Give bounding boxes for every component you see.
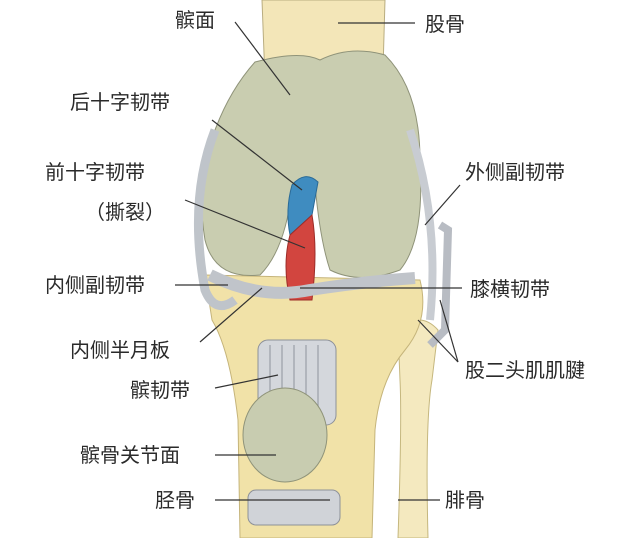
medial-collateral-ligament <box>193 128 238 311</box>
patella <box>242 387 328 483</box>
label-torn: （撕裂） <box>85 200 165 224</box>
menisci <box>207 269 416 299</box>
label-lateral-collateral: 外侧副韧带 <box>465 160 565 184</box>
label-medial-collateral: 内侧副韧带 <box>45 273 145 297</box>
label-posterior-cruciate: 后十字韧带 <box>70 90 170 114</box>
label-biceps-tendon: 股二头肌肌腱 <box>465 358 585 382</box>
lateral-collateral-ligament <box>406 128 437 321</box>
leader-lines <box>175 21 462 501</box>
label-medial-meniscus: 内侧半月板 <box>70 338 170 362</box>
label-tibia: 胫骨 <box>155 488 195 512</box>
anterior-cruciate-ligament <box>285 214 316 301</box>
label-fibula: 腓骨 <box>445 488 485 512</box>
lower-ligament-band <box>247 489 341 526</box>
label-anterior-cruciate: 前十字韧带 <box>45 160 145 184</box>
label-patellar-surface: 髌面 <box>175 8 215 32</box>
label-transverse-ligament: 膝横韧带 <box>470 277 550 301</box>
fibula <box>397 319 439 538</box>
biceps-tendon <box>427 221 453 348</box>
label-patellar-ligament: 髌韧带 <box>130 378 190 402</box>
label-femur: 股骨 <box>425 12 465 36</box>
label-patella-articular: 髌骨关节面 <box>80 443 180 467</box>
